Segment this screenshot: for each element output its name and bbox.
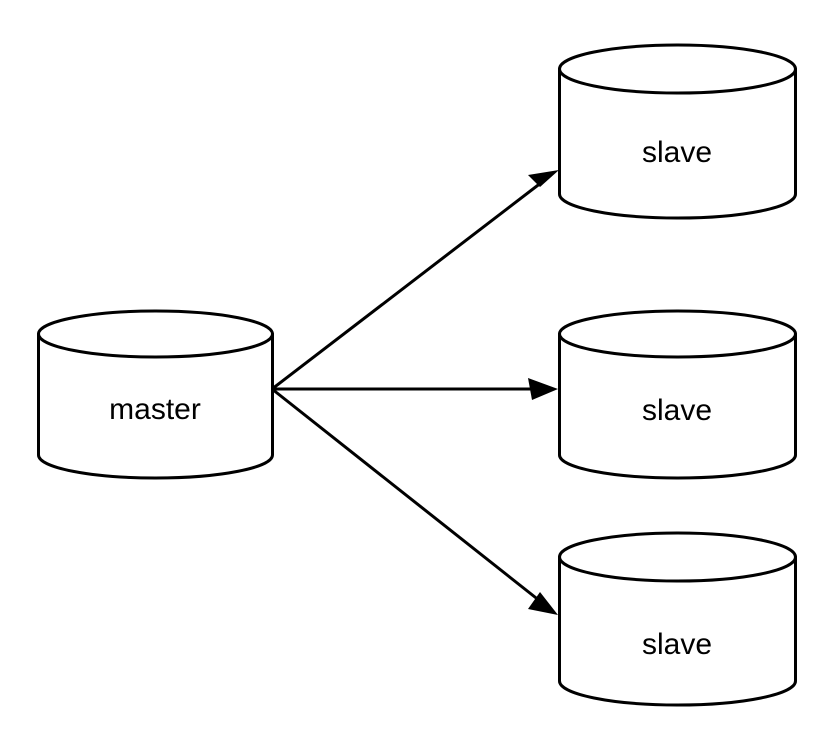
- edge-master-to-slave-3-arrowhead: [528, 592, 558, 615]
- node-master[interactable]: master: [37, 309, 274, 480]
- edge-master-to-slave-1-arrowhead: [528, 170, 559, 187]
- slave-1-node-label: slave: [642, 136, 712, 169]
- slave-1-cylinder-body: [558, 67, 797, 220]
- slave-1-cylinder-top: [558, 43, 797, 95]
- master-node-label: master: [109, 393, 201, 426]
- edge-master-to-slave-1[interactable]: [271, 170, 559, 391]
- edge-master-to-slave-1-line: [271, 177, 547, 391]
- node-slave-3[interactable]: slave: [558, 531, 797, 707]
- slave-3-cylinder-body: [558, 555, 797, 707]
- master-cylinder-body: [37, 332, 274, 480]
- slave-3-node-label: slave: [642, 628, 712, 661]
- slave-2-cylinder-top: [558, 309, 797, 359]
- slave-2-node-label: slave: [642, 394, 712, 427]
- slave-3-cylinder-top: [558, 531, 797, 583]
- edge-master-to-slave-3[interactable]: [271, 387, 558, 615]
- edge-master-to-slave-3-line: [271, 387, 546, 607]
- node-slave-2[interactable]: slave: [558, 309, 797, 480]
- master-cylinder-top: [37, 309, 274, 359]
- slave-2-cylinder-body: [558, 332, 797, 480]
- edge-master-to-slave-2[interactable]: [272, 378, 558, 400]
- node-slave-1[interactable]: slave: [558, 43, 797, 220]
- edge-master-to-slave-2-arrowhead: [528, 378, 558, 400]
